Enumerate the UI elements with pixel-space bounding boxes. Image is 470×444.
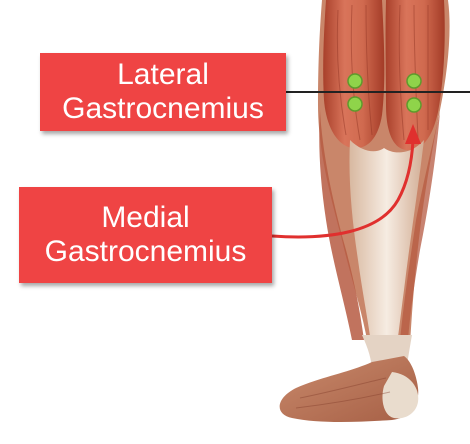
lateral-label-line1: Lateral	[117, 58, 209, 91]
soleus-left	[319, 110, 364, 340]
medial-marker-lower	[406, 97, 422, 113]
medial-label-line2: Gastrocnemius	[44, 235, 247, 268]
calf-illustration	[279, 0, 450, 422]
medial-label-line1: Medial	[101, 201, 190, 234]
lateral-marker-upper	[347, 73, 363, 89]
arrowhead-icon	[405, 124, 421, 144]
heel	[382, 372, 419, 419]
soleus-right	[400, 112, 440, 340]
lateral-marker-lower	[347, 96, 363, 112]
achilles-tendon	[349, 140, 424, 350]
lateral-label-line2: Gastrocnemius	[62, 92, 264, 125]
medial-marker-upper	[406, 73, 422, 89]
electrode-markers	[347, 73, 422, 113]
medial-pointer-arrow	[271, 139, 415, 239]
medial-gastrocnemius-label: Medial Gastrocnemius	[19, 187, 272, 283]
lateral-gastrocnemius-label: Lateral Gastrocnemius	[40, 53, 286, 131]
